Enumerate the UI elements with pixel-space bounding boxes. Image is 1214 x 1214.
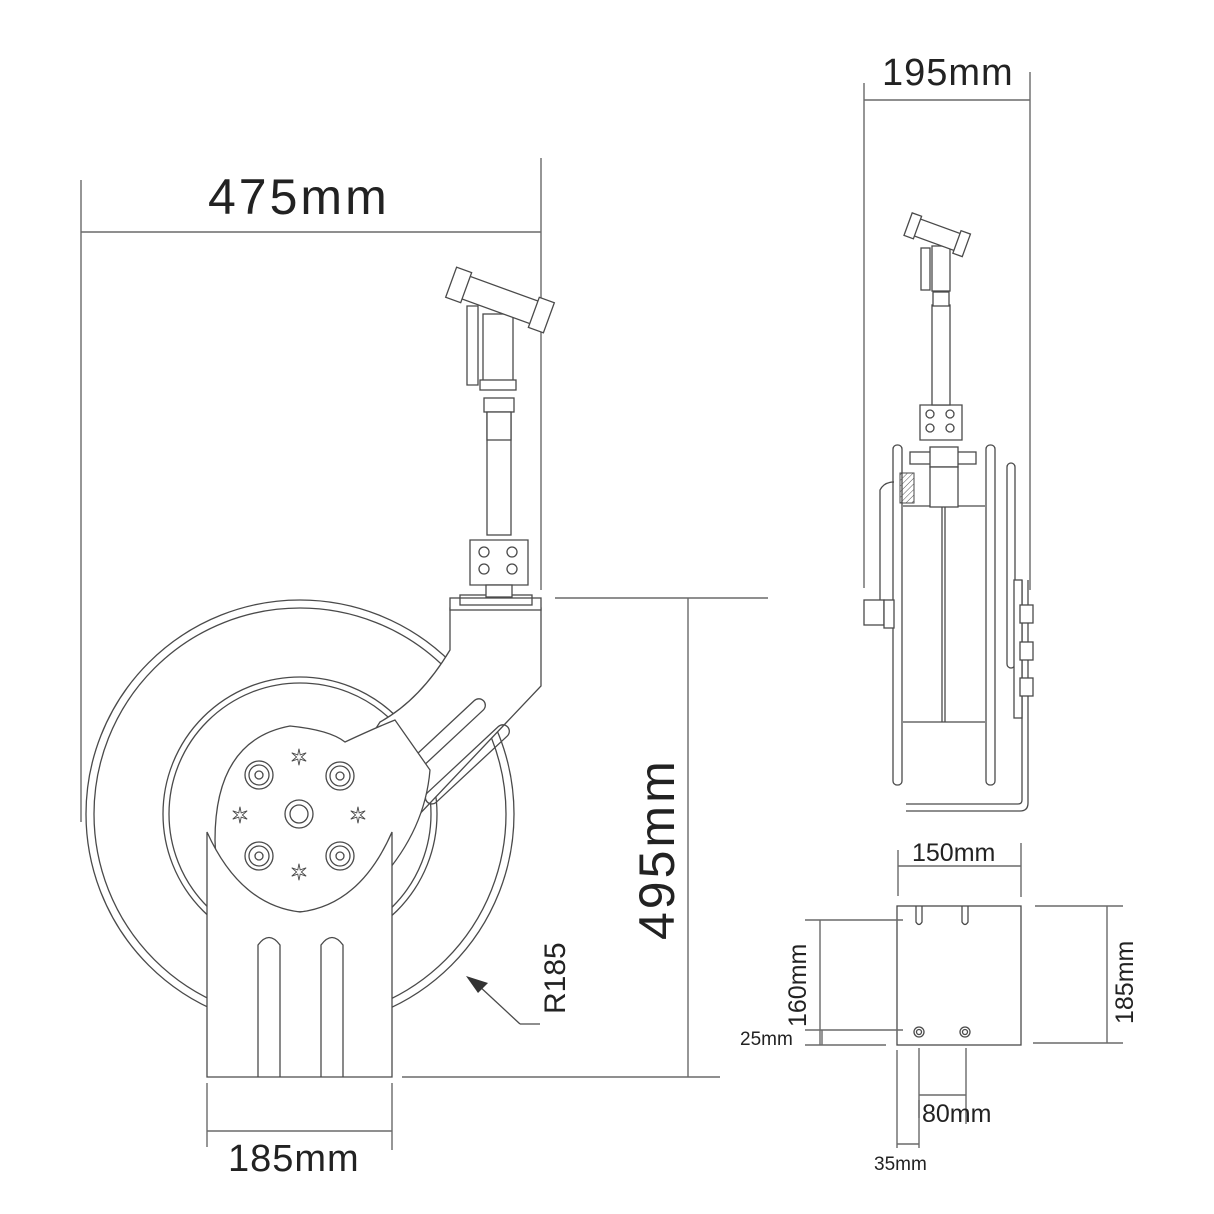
front-base-width-label: 185mm: [228, 1138, 360, 1180]
hub-bolts: [244, 760, 355, 871]
svg-text:✶: ✶: [231, 803, 249, 828]
svg-text:✶: ✶: [290, 860, 308, 885]
side-offset-label: 35mm: [874, 1154, 927, 1175]
star-holes: ✶ ✶ ✶ ✶: [230, 745, 367, 886]
bracket-height-label: 185mm: [1111, 940, 1139, 1024]
bottom-offset-label: 25mm: [740, 1029, 793, 1050]
side-view: [863, 72, 1034, 812]
bracket-view: [805, 843, 1123, 1148]
hole-spacing-vertical-label: 160mm: [784, 943, 812, 1027]
front-height-label: 495mm: [629, 758, 685, 940]
bracket-width-label: 150mm: [912, 839, 996, 867]
radius-label: R185: [539, 942, 572, 1014]
front-width-label: 475mm: [208, 169, 390, 225]
front-view: ✶ ✶ ✶ ✶: [80, 158, 768, 1150]
svg-text:✶: ✶: [290, 745, 308, 770]
side-depth-label: 195mm: [882, 52, 1014, 94]
svg-text:✶: ✶: [349, 803, 367, 828]
nozzle-assembly: [444, 266, 556, 598]
hole-spacing-horizontal-label: 80mm: [922, 1100, 992, 1128]
